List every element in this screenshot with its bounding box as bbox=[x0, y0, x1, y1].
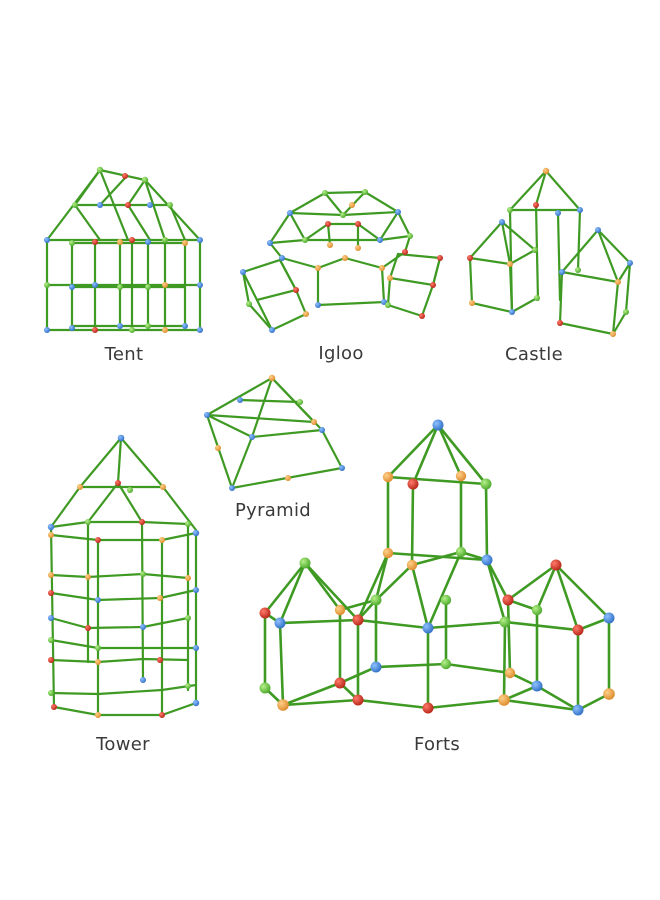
forts-caption: Forts bbox=[413, 734, 461, 755]
tower-caption: Tower bbox=[96, 734, 150, 755]
igloo-caption: Igloo bbox=[318, 343, 364, 364]
forts-structure bbox=[259, 419, 615, 716]
castle-structure bbox=[467, 167, 633, 337]
castle-caption: Castle bbox=[505, 344, 563, 365]
tent-structure bbox=[44, 166, 203, 333]
pyramid-structure bbox=[204, 374, 345, 491]
pyramid-caption: Pyramid bbox=[235, 500, 311, 521]
tower-structure bbox=[47, 434, 200, 718]
igloo-structure bbox=[240, 189, 443, 333]
tent-caption: Tent bbox=[104, 344, 144, 365]
